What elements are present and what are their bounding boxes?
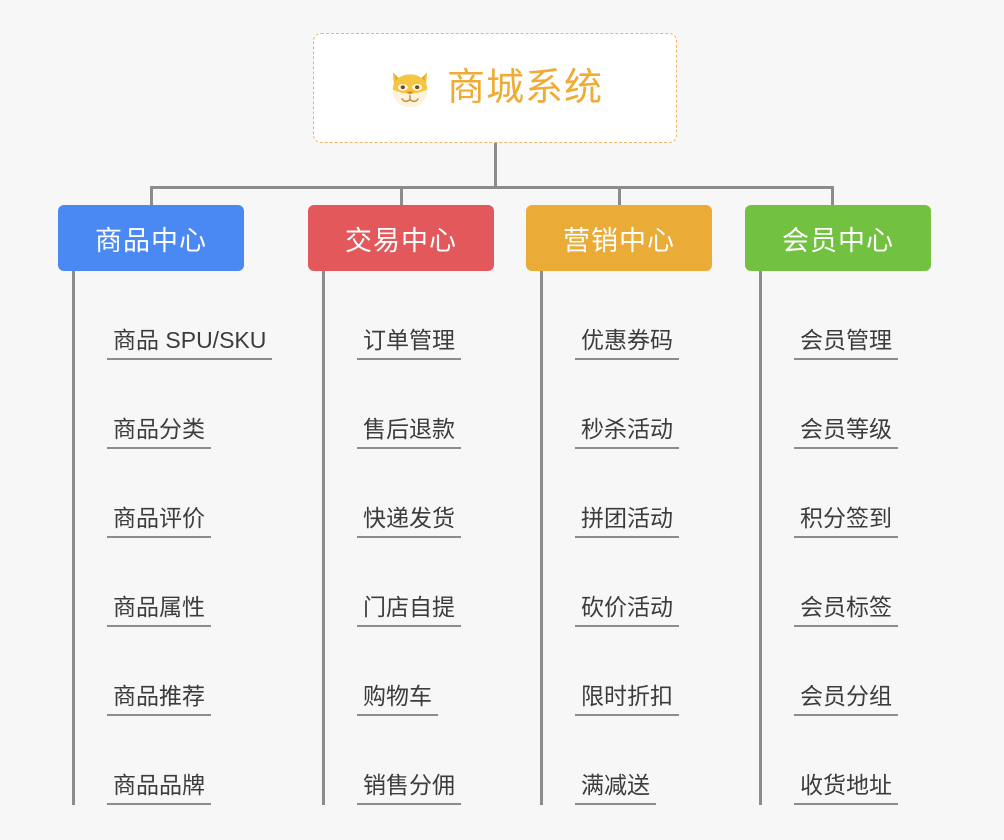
leaf-label: 商品 SPU/SKU (107, 327, 273, 360)
list-item[interactable]: 商品 SPU/SKU (75, 271, 273, 360)
branch-header-label-3: 营销中心 (563, 225, 675, 256)
leaf-label: 商品属性 (107, 594, 211, 627)
shiba-dog-face-icon (392, 72, 428, 108)
list-item[interactable]: 订单管理 (325, 271, 461, 360)
leaf-label: 会员管理 (794, 327, 898, 360)
list-item[interactable]: 拼团活动 (543, 449, 679, 538)
leaf-label: 满减送 (575, 772, 656, 805)
leaf-label: 积分签到 (794, 505, 898, 538)
list-item[interactable]: 售后退款 (325, 360, 461, 449)
leaf-label: 门店自提 (357, 594, 461, 627)
branch-header-3[interactable]: 营销中心 (526, 205, 712, 271)
branch-header-4[interactable]: 会员中心 (745, 205, 931, 271)
list-item[interactable]: 会员管理 (762, 271, 898, 360)
list-item[interactable]: 秒杀活动 (543, 360, 679, 449)
branch-header-2[interactable]: 交易中心 (308, 205, 494, 271)
branch-items-4: 会员管理 会员等级 积分签到 会员标签 会员分组 收货地址 (759, 271, 898, 805)
leaf-label: 订单管理 (357, 327, 461, 360)
leaf-label: 商品推荐 (107, 683, 211, 716)
leaf-label: 商品分类 (107, 416, 211, 449)
root-node[interactable]: 商城系统 (313, 33, 677, 143)
list-item[interactable]: 限时折扣 (543, 627, 679, 716)
list-item[interactable]: 商品分类 (75, 360, 272, 449)
leaf-label: 快递发货 (357, 505, 461, 538)
list-item[interactable]: 会员标签 (762, 538, 898, 627)
leaf-label: 会员等级 (794, 416, 898, 449)
connector-drop-1 (150, 186, 153, 208)
list-item[interactable]: 快递发货 (325, 449, 461, 538)
leaf-label: 会员分组 (794, 683, 898, 716)
list-item[interactable]: 购物车 (325, 627, 461, 716)
connector-drop-2 (400, 186, 403, 208)
list-item[interactable]: 商品品牌 (75, 716, 272, 805)
connector-drop-4 (831, 186, 834, 208)
list-item[interactable]: 商品推荐 (75, 627, 272, 716)
leaf-label: 拼团活动 (575, 505, 679, 538)
branch-items-1: 商品 SPU/SKU 商品分类 商品评价 商品属性 商品推荐 商品品牌 (72, 271, 273, 805)
list-item[interactable]: 商品评价 (75, 449, 272, 538)
list-item[interactable]: 销售分佣 (325, 716, 461, 805)
list-item[interactable]: 砍价活动 (543, 538, 679, 627)
leaf-label: 销售分佣 (357, 772, 461, 805)
connector-horizontal-bus (150, 186, 834, 189)
leaf-label: 秒杀活动 (575, 416, 679, 449)
leaf-label: 限时折扣 (575, 683, 679, 716)
list-item[interactable]: 优惠券码 (543, 271, 679, 360)
list-item[interactable]: 积分签到 (762, 449, 898, 538)
connector-drop-3 (618, 186, 621, 208)
list-item[interactable]: 收货地址 (762, 716, 898, 805)
connector-root-stem (494, 143, 497, 189)
leaf-label: 商品评价 (107, 505, 211, 538)
list-item[interactable]: 会员分组 (762, 627, 898, 716)
root-title: 商城系统 (446, 67, 603, 109)
list-item[interactable]: 会员等级 (762, 360, 898, 449)
leaf-label: 商品品牌 (107, 772, 211, 805)
list-item[interactable]: 门店自提 (325, 538, 461, 627)
list-item[interactable]: 满减送 (543, 716, 679, 805)
branch-header-label-4: 会员中心 (782, 225, 894, 256)
list-item[interactable]: 商品属性 (75, 538, 272, 627)
leaf-label: 购物车 (357, 683, 438, 716)
leaf-label: 优惠券码 (575, 327, 679, 360)
leaf-label: 收货地址 (794, 772, 898, 805)
leaf-label: 售后退款 (357, 416, 461, 449)
branch-items-2: 订单管理 售后退款 快递发货 门店自提 购物车 销售分佣 (322, 271, 461, 805)
leaf-label: 会员标签 (794, 594, 898, 627)
leaf-label: 砍价活动 (575, 594, 679, 627)
branch-items-3: 优惠券码 秒杀活动 拼团活动 砍价活动 限时折扣 满减送 (540, 271, 679, 805)
branch-header-1[interactable]: 商品中心 (58, 205, 244, 271)
branch-header-label-2: 交易中心 (345, 225, 457, 256)
branch-header-label-1: 商品中心 (95, 225, 207, 256)
